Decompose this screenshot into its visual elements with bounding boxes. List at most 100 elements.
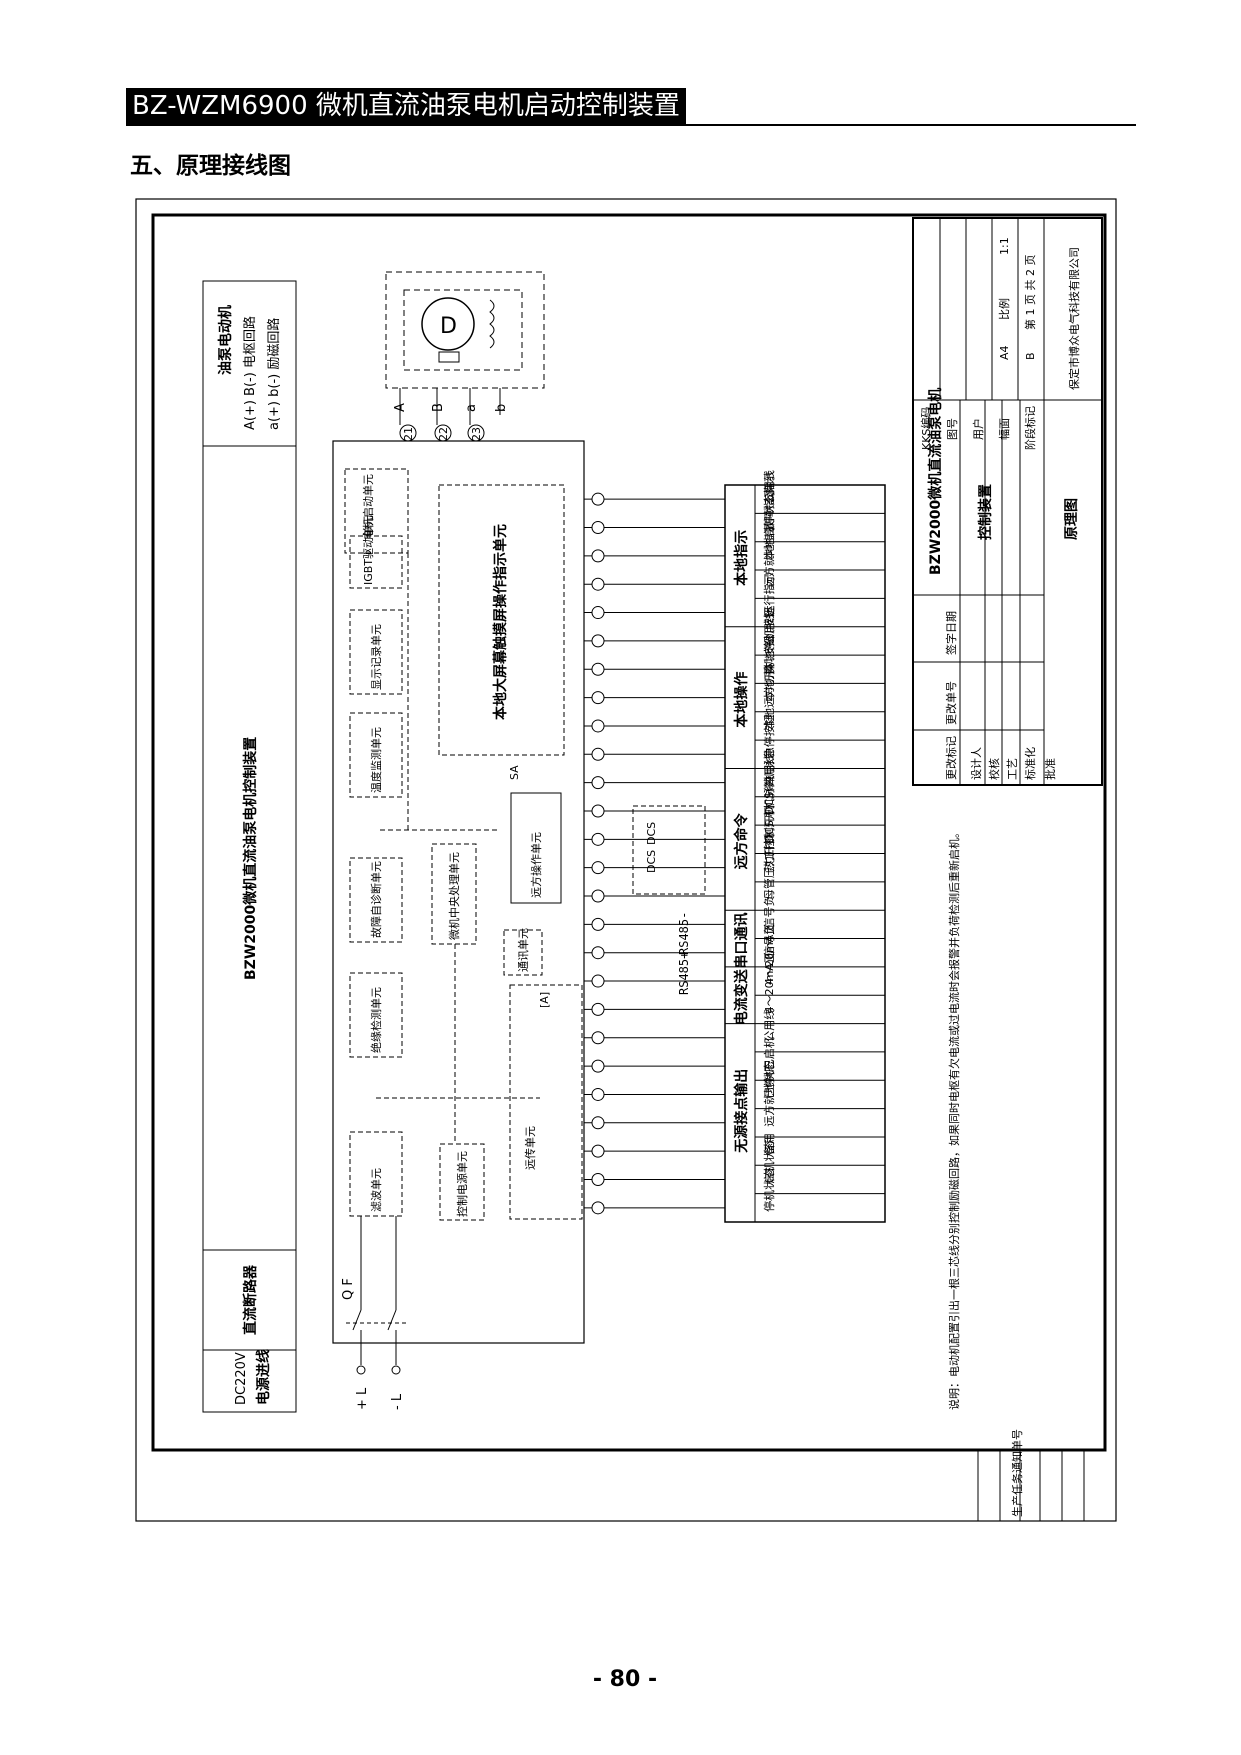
unit-transmit: 远传单元 xyxy=(524,1126,537,1170)
tb-revision-mark: 更改标记 xyxy=(944,736,958,780)
tb-stage-label: 阶段标记 xyxy=(1023,406,1037,450)
terminal-icon xyxy=(591,747,605,761)
terminal-b: b xyxy=(494,404,509,412)
tb-approver: 批准 xyxy=(1043,758,1057,780)
terminal-icon xyxy=(591,634,605,648)
minus-l-label: - L xyxy=(390,1393,405,1410)
tb-scale-label: 比例 xyxy=(997,298,1011,320)
terminal-icon xyxy=(591,946,605,960)
terminal-icon xyxy=(591,1031,605,1045)
terminal-22: 22 xyxy=(437,427,450,441)
table-cell-label: 本地远方切换 xyxy=(762,664,776,730)
tb-company: 保定市博众电气科技有限公司 xyxy=(1067,247,1081,390)
inner-frame xyxy=(151,213,1107,1452)
terminal-icon xyxy=(591,549,605,563)
tb-sheet-size: A4 xyxy=(998,345,1011,360)
unit-insulation: 绝缘检测单元 xyxy=(369,987,383,1053)
terminal-a: a xyxy=(464,404,479,412)
table-group-label: 本地操作 xyxy=(733,672,750,728)
qf-label: Q F xyxy=(341,1278,356,1300)
title-block: KKS编码 图号 用户 幅面 阶段标记 A4 比例 1:1 B 第 1 页 共 … xyxy=(912,217,1103,786)
terminal-icon xyxy=(591,917,605,931)
plus-l-label: + L xyxy=(355,1387,370,1410)
tb-standardization: 标准化 xyxy=(1023,747,1037,780)
unit-record: 显示记录单元 xyxy=(370,624,383,690)
table-cell-label: 公用线 xyxy=(762,612,776,645)
terminal-icon xyxy=(591,974,605,988)
table-cell-label: 信号负 xyxy=(762,895,776,928)
motor-icon xyxy=(421,297,475,351)
tb-drawing-no: 图号 xyxy=(946,418,959,440)
table-group-label: 无源接点输出 xyxy=(733,1069,750,1154)
terminal-23: 23 xyxy=(470,427,483,441)
terminal-icon xyxy=(591,1002,605,1016)
unit-comm: 通讯单元 xyxy=(517,928,530,972)
terminal-icon xyxy=(591,492,605,506)
terminal-icon xyxy=(591,577,605,591)
header-rule xyxy=(126,124,1136,126)
outer-frame xyxy=(135,198,1117,1522)
terminal-A: A xyxy=(393,403,408,412)
table-cell-label: 远方就地指示 xyxy=(762,522,776,588)
table-cell-label: 故障指示 xyxy=(762,488,776,532)
main-device-label: BZW2000微机直流油泵电机控制装置 xyxy=(242,737,259,980)
terminal-icon xyxy=(591,889,605,903)
tb-scale: 1:1 xyxy=(998,237,1011,255)
rs485-pos: RS485+ xyxy=(677,952,691,995)
table-cell-label: 母管压力开机 xyxy=(762,834,776,900)
unit-self-check: 故障自诊断单元 xyxy=(369,861,383,938)
terminal-icon xyxy=(591,521,605,535)
table-cell-label: 信号正 xyxy=(763,924,776,957)
terminal-B: B xyxy=(431,403,446,412)
unit-cpu: 微机中央处理单元 xyxy=(447,852,461,940)
tb-kks: KKS编码 xyxy=(919,407,933,450)
motor-circuit-2: a(+) b(-) 励磁回路 xyxy=(266,318,282,430)
terminal-icon xyxy=(591,1116,605,1130)
tb-drawing-name: 原理图 xyxy=(1064,498,1080,540)
tb-device: 控制装置 xyxy=(977,484,994,540)
terminal-icon xyxy=(591,1201,605,1215)
motor-circuit-1: A(+) B(-) 电枢回路 xyxy=(242,316,258,430)
table-cell-label: 本地启停状态指示 xyxy=(762,472,776,560)
diagram-note: 说明：电动机配置引出一根三芯线分别控制励磁回路，如果同时电枢有欠电流或过电流时会… xyxy=(947,827,961,1410)
tb-project: BZW2000微机直流油泵电机 xyxy=(927,388,944,575)
table-cell-label: 停机状态 xyxy=(762,1168,776,1212)
bottom-stamp-block: 生产任务通知单号 xyxy=(977,1429,1085,1521)
table-cell-label: 公用线 xyxy=(762,1009,776,1042)
table-cell-label: 4～20mA负 xyxy=(762,924,776,985)
terminal-wires xyxy=(584,492,725,1215)
rs485-neg: RS485- xyxy=(677,912,691,955)
terminal-icon xyxy=(591,1087,605,1101)
unit-current-mark: [A] xyxy=(538,992,551,1008)
tb-sheet-size-label: 幅面 xyxy=(998,418,1011,440)
table-group-label: 串口通讯 xyxy=(733,913,750,969)
table-cell-label: 启机状态 xyxy=(762,1139,776,1183)
terminal-icon xyxy=(591,861,605,875)
field-coil-icon xyxy=(489,299,495,349)
left-label-column: 油泵电动机 A(+) B(-) 电枢回路 a(+) b(-) 励磁回路 BZW2… xyxy=(202,280,297,1413)
unit-motor-start: 电机启动单元 xyxy=(361,474,375,540)
terminal-21: 21 xyxy=(402,427,415,441)
table-cell-label: 本地停机按钮 xyxy=(762,607,776,673)
table-cell-label: 急停按钮 xyxy=(762,714,776,758)
table-cell-label: 已停机 xyxy=(762,1065,776,1098)
section-title: 五、原理接线图 xyxy=(130,153,291,179)
terminal-icon xyxy=(591,804,605,818)
table-cell-label: 热工控制开机 xyxy=(762,806,776,872)
power-label-1: DC220V xyxy=(234,1352,249,1405)
table-cell-label: DCS开机脉冲 xyxy=(762,776,776,843)
tb-process: 工艺 xyxy=(1006,758,1019,780)
unit-filter: 滤波单元 xyxy=(370,1168,383,1212)
table-cell-label: 公用线 xyxy=(762,754,776,787)
unit-display: 本地大屏幕触摸屏操作指示单元 xyxy=(492,524,509,720)
dcs-1: DCS xyxy=(645,822,658,845)
terminal-icon xyxy=(591,719,605,733)
dcs-2: DCS xyxy=(645,850,658,873)
terminal-icon xyxy=(591,662,605,676)
table-group-label: 本地指示 xyxy=(733,530,750,586)
terminal-icon xyxy=(591,776,605,790)
page-number: - 80 - xyxy=(592,1667,658,1692)
unit-temp: 温度监测单元 xyxy=(369,727,383,793)
controller-box: 电机启动单元 IGBT驱动单元 本地大屏幕触摸屏操作指示单元 显示记录单元 温度… xyxy=(332,440,706,1344)
